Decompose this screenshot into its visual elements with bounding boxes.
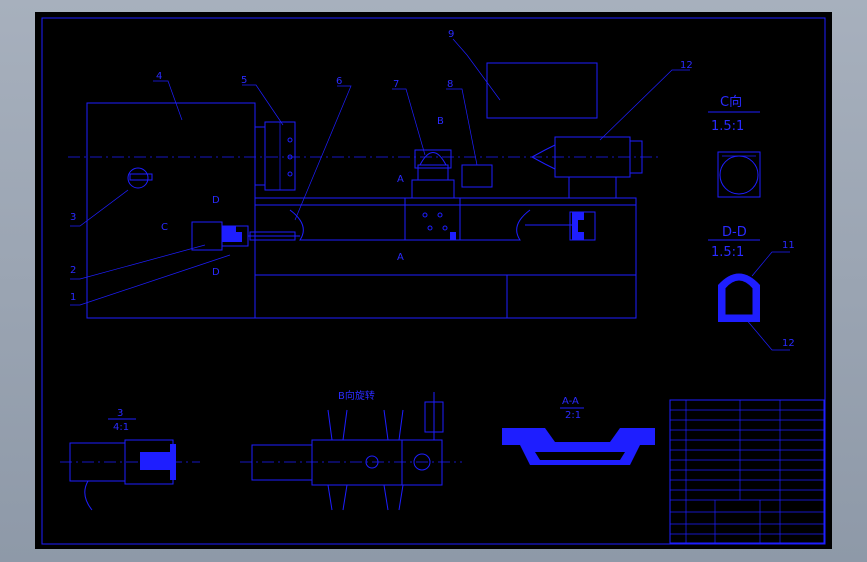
marker-c: C (161, 222, 168, 233)
label-11: 11 (782, 240, 795, 251)
label-7: 7 (393, 79, 399, 90)
label-3: 3 (70, 212, 76, 223)
c-view-scale: 1.5:1 (711, 119, 744, 134)
label-1: 1 (70, 292, 76, 303)
b-rotate-title: B向旋转 (338, 389, 375, 402)
drive-motor (191, 221, 223, 251)
c-view-section (708, 111, 761, 198)
c-view-title: C向 (720, 94, 742, 110)
dd-scale: 1.5:1 (711, 245, 744, 260)
label-5: 5 (241, 75, 247, 86)
detail-3-title: 3 (117, 408, 123, 419)
detail-3-scale: 4:1 (113, 422, 129, 433)
marker-a: A (397, 174, 404, 185)
marker-b: B (437, 116, 444, 127)
tool-motor (461, 164, 493, 188)
label-8: 8 (447, 79, 453, 90)
main-assembly-view (68, 38, 690, 319)
marker-d: D (212, 195, 220, 206)
label-12-top: 12 (680, 60, 693, 71)
drawing-frame (41, 17, 826, 545)
aa-scale: 2:1 (565, 410, 581, 421)
b-rotate-view (240, 392, 462, 511)
title-block (669, 399, 825, 544)
label-12-bottom: 12 (782, 338, 795, 349)
label-4: 4 (156, 71, 162, 82)
marker-d-prime: D (212, 267, 220, 278)
dd-section (708, 239, 790, 351)
detail-3-view (60, 418, 200, 511)
dd-title: D-D (722, 225, 747, 240)
aa-title: A-A (562, 396, 579, 407)
headstock-body (86, 102, 256, 319)
label-2: 2 (70, 265, 76, 276)
label-6: 6 (336, 76, 342, 87)
aa-section (502, 407, 655, 465)
control-box (486, 62, 598, 119)
label-9: 9 (448, 29, 454, 40)
marker-a-prime: A (397, 252, 404, 263)
